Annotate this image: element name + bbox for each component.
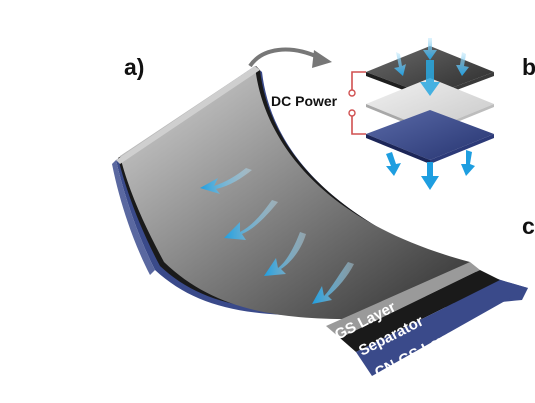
gs-layer-strip bbox=[326, 262, 480, 338]
panel-label-c: c bbox=[522, 213, 535, 239]
heat-arrow-icon bbox=[264, 232, 306, 276]
outgoing-arrow-icon bbox=[421, 162, 439, 190]
separator-strip bbox=[340, 270, 500, 352]
outgoing-arrow-icon bbox=[386, 152, 401, 176]
cn-gs-plate bbox=[366, 110, 494, 160]
flexible-device-sheet: GS Layer Separator CN-GS Layer bbox=[112, 66, 528, 382]
panel-label-b: b bbox=[522, 54, 535, 80]
incoming-arrow-icon bbox=[456, 52, 469, 76]
incoming-arrow-icon bbox=[420, 60, 440, 96]
cn-gs-strip bbox=[356, 280, 528, 376]
stack-inset bbox=[348, 38, 494, 190]
incoming-arrow-icon bbox=[394, 52, 406, 76]
sheet-top-edge bbox=[116, 66, 260, 164]
incoming-arrow-icon bbox=[423, 38, 437, 60]
sheet-left-edge bbox=[112, 160, 155, 275]
dc-power-label: DC Power bbox=[271, 93, 338, 109]
heat-arrow-icon bbox=[200, 168, 252, 194]
heat-flow-arrows bbox=[200, 168, 354, 304]
gs-layer-surface bbox=[120, 66, 470, 320]
heat-arrow-icon bbox=[224, 200, 278, 240]
outgoing-arrow-icon bbox=[461, 150, 475, 176]
dc-power-wires bbox=[348, 71, 366, 135]
heat-arrow-icon bbox=[312, 262, 354, 304]
transition-arrow bbox=[248, 47, 332, 68]
panel-label-a: a) bbox=[124, 54, 145, 80]
